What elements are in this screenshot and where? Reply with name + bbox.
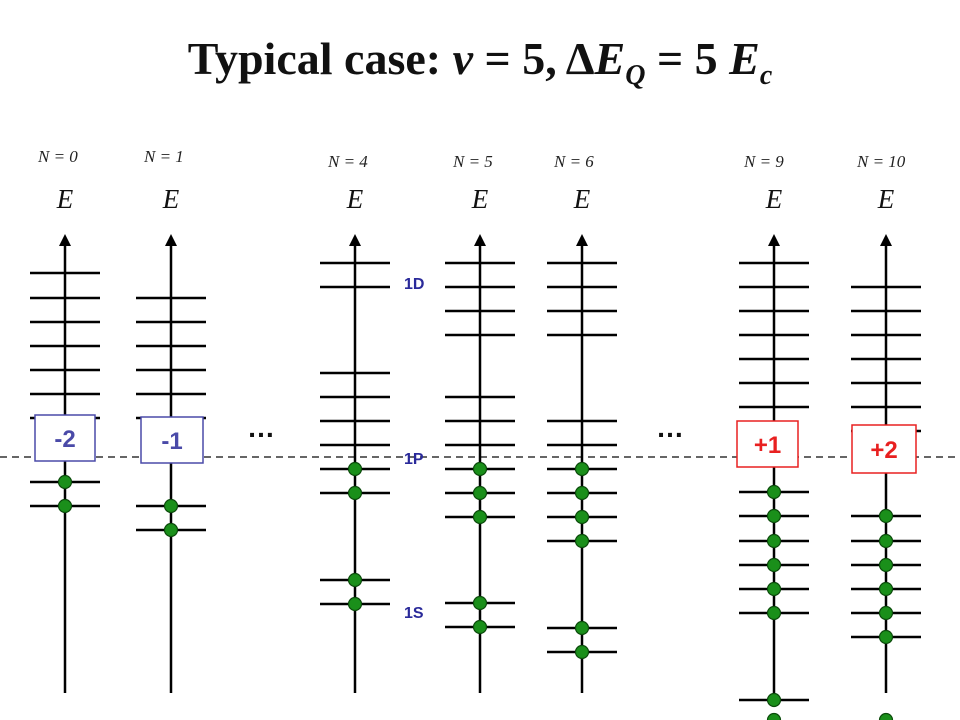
charge-box	[140, 416, 204, 464]
n-label: N = 0	[37, 147, 78, 166]
electron-dot	[766, 484, 782, 500]
electron-dot	[347, 461, 363, 477]
column-n-4: N = 6 E	[547, 152, 617, 693]
axis-arrowhead	[165, 234, 177, 246]
electron-dot	[766, 605, 782, 621]
electron-dot	[57, 474, 73, 490]
axis-arrowhead	[59, 234, 71, 246]
column-n-1: N = 1 E	[136, 147, 206, 693]
shell-label-1d: 1D	[404, 276, 424, 293]
electron-dot	[574, 644, 590, 660]
title-sub-c: c	[759, 60, 773, 92]
electron-dot	[878, 605, 894, 621]
slide-title: Typical case: ν = 5, ΔEQ = 5 Ec	[0, 32, 960, 92]
charge-box-label: -2	[54, 426, 75, 453]
axis-arrowhead	[474, 234, 486, 246]
electron-dot	[766, 533, 782, 549]
electron-dot	[878, 533, 894, 549]
n-label: N = 4	[327, 152, 368, 171]
electron-dot	[472, 461, 488, 477]
electron-dot	[347, 572, 363, 588]
charge-box	[34, 414, 96, 462]
axis-arrowhead	[349, 234, 361, 246]
axis-arrowhead	[576, 234, 588, 246]
energy-axis-label: E	[573, 184, 591, 214]
electron-dot	[766, 557, 782, 573]
n-label: N = 1	[143, 147, 184, 166]
electron-dot	[574, 620, 590, 636]
axis-arrowhead	[768, 234, 780, 246]
energy-axis-label: E	[765, 184, 783, 214]
charge-box-label: +1	[754, 432, 781, 459]
title-tail: = 5	[645, 33, 730, 84]
electron-dot	[878, 581, 894, 597]
title-sub-Q: Q	[625, 60, 646, 92]
ellipsis-0: …	[247, 412, 277, 443]
axis-arrowhead	[880, 234, 892, 246]
charge-box	[851, 424, 917, 474]
energy-axis-label: E	[56, 184, 74, 214]
energy-axis-label: E	[162, 184, 180, 214]
electron-dot	[57, 498, 73, 514]
ellipsis-1: …	[656, 412, 686, 443]
column-n-3: N = 5 E	[445, 152, 515, 693]
electron-dot	[472, 509, 488, 525]
electron-dot	[766, 508, 782, 524]
electron-dot	[472, 485, 488, 501]
title-prefix: Typical case:	[187, 33, 453, 84]
n-label: N = 5	[452, 152, 493, 171]
shell-label-1p: 1P	[404, 451, 424, 468]
n-label: N = 9	[743, 152, 784, 171]
charge-box	[736, 420, 799, 468]
title-mid: = 5, Δ	[473, 33, 595, 84]
electron-dot	[878, 557, 894, 573]
electron-dot	[347, 485, 363, 501]
electron-dot	[574, 461, 590, 477]
energy-axis-label: E	[471, 184, 489, 214]
electron-dot	[878, 629, 894, 645]
column-n-2: N = 4 E	[320, 152, 390, 693]
electron-dot	[878, 712, 894, 720]
electron-dot	[766, 712, 782, 720]
electron-dot	[163, 498, 179, 514]
charge-box-label: +2	[870, 437, 897, 464]
electron-dot	[766, 692, 782, 708]
electron-dot	[472, 619, 488, 635]
electron-dot	[766, 581, 782, 597]
energy-axis-label: E	[877, 184, 895, 214]
electron-dot	[472, 595, 488, 611]
charge-box-label: -1	[161, 428, 182, 455]
energy-axis-label: E	[346, 184, 364, 214]
shell-label-1s: 1S	[404, 605, 424, 622]
electron-dot	[574, 533, 590, 549]
electron-dot	[878, 508, 894, 524]
n-label: N = 10	[856, 152, 906, 171]
column-n-5: N = 9 E	[739, 152, 809, 720]
n-label: N = 6	[553, 152, 594, 171]
title-E: E	[594, 33, 626, 84]
title-E2: E	[729, 33, 760, 84]
electron-dot	[574, 509, 590, 525]
electron-dot	[163, 522, 179, 538]
column-n-0: N = 0 E	[30, 147, 100, 693]
electron-dot	[347, 596, 363, 612]
electron-dot	[574, 485, 590, 501]
title-nu: ν	[452, 33, 474, 84]
